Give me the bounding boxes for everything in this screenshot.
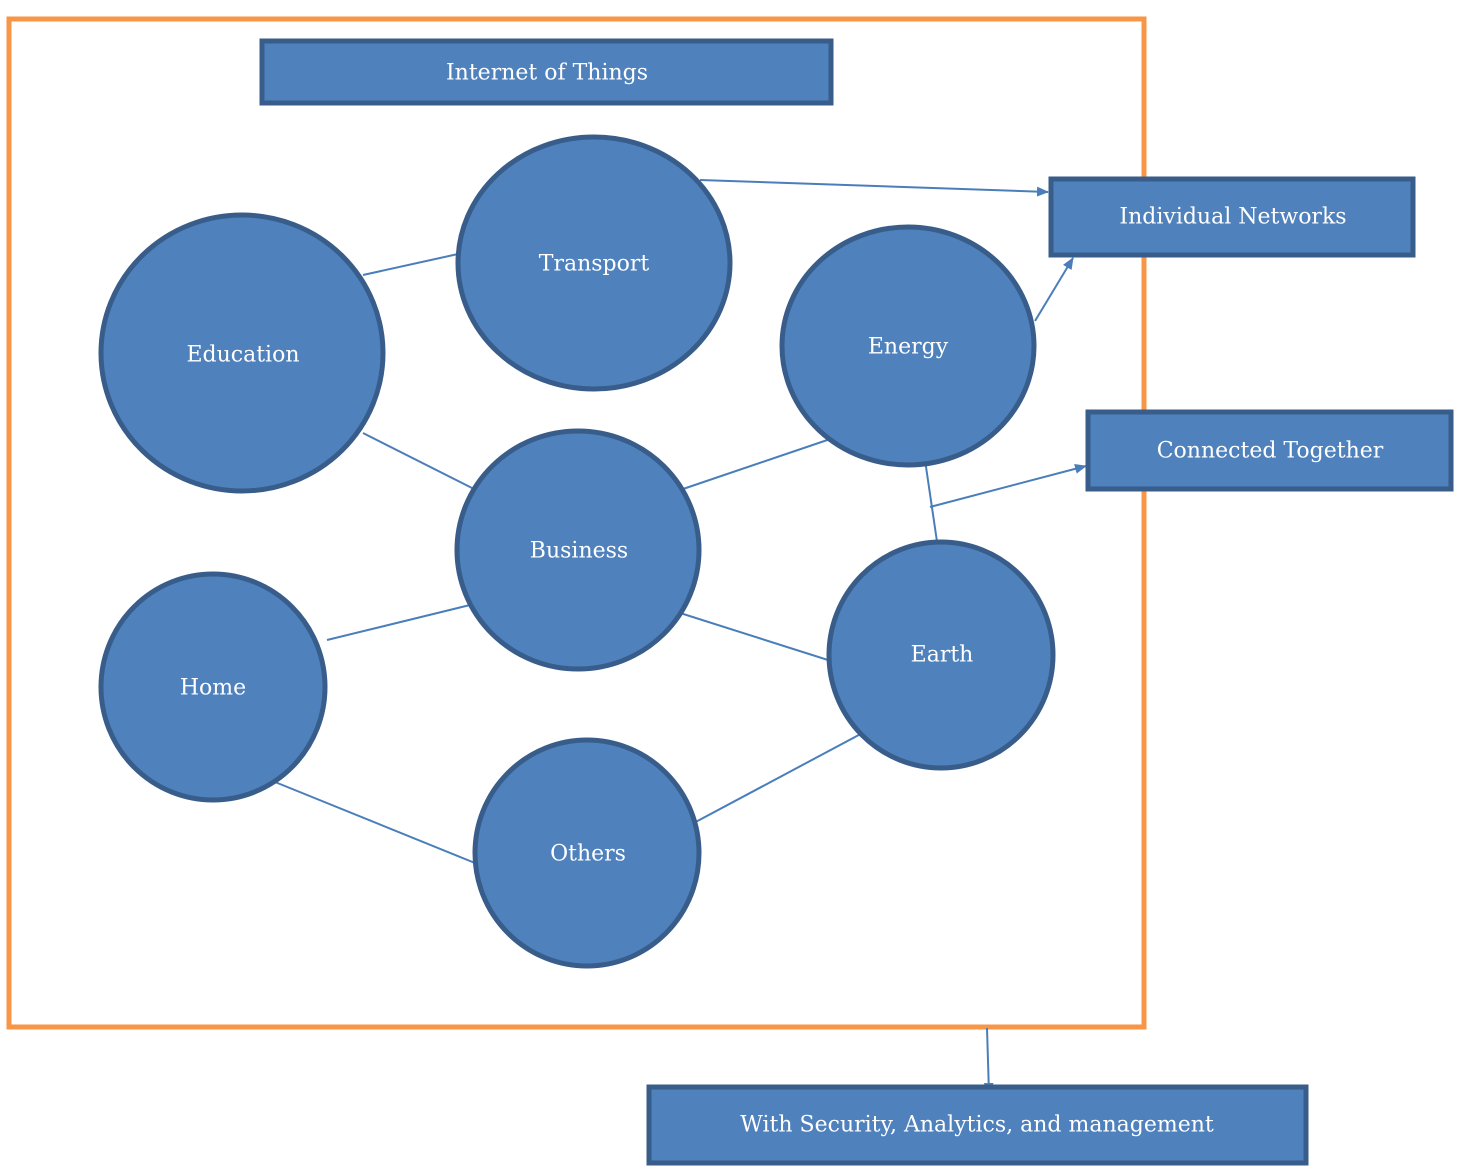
node-earth-label: Earth — [911, 643, 974, 668]
connected-together-box — [1085, 409, 1454, 492]
edge-others-earth — [689, 720, 886, 826]
title-text: Internet of Things — [446, 61, 648, 86]
node-earth: Earth — [826, 539, 1056, 771]
individual-networks-box — [1048, 176, 1416, 258]
node-business: Business — [454, 428, 702, 672]
edge-education-business — [362, 432, 475, 490]
individual-networks-text: Individual Networks — [1119, 205, 1346, 230]
security-analytics-box — [646, 1084, 1309, 1166]
connected-together-text: Connected Together — [1157, 439, 1384, 464]
node-home-label: Home — [180, 676, 246, 701]
arrow-to-connected-together — [929, 463, 1087, 508]
edge-education-transport — [362, 253, 459, 276]
edge-business-earth — [654, 604, 851, 668]
node-energy-label: Energy — [868, 335, 949, 360]
node-others-label: Others — [550, 842, 626, 867]
node-transport-label: Transport — [539, 252, 650, 277]
edge-home-others — [274, 781, 513, 879]
node-education: Education — [98, 212, 386, 494]
edge-business-energy — [682, 432, 849, 490]
node-home: Home — [98, 571, 328, 803]
security-analytics-text: With Security, Analytics, and management — [740, 1113, 1214, 1138]
node-business-label: Business — [530, 539, 628, 564]
arrow-transport-individual-networks — [699, 179, 1049, 197]
arrow-energy-individual-networks — [1034, 257, 1074, 322]
edge-home-business — [326, 604, 471, 641]
node-energy: Energy — [779, 224, 1037, 468]
iot-frame — [6, 16, 1147, 1030]
node-transport: Transport — [455, 134, 733, 392]
title-box — [259, 38, 834, 106]
arrow-to-security-box — [983, 1027, 994, 1095]
node-education-label: Education — [186, 343, 299, 368]
node-others: Others — [472, 737, 702, 969]
